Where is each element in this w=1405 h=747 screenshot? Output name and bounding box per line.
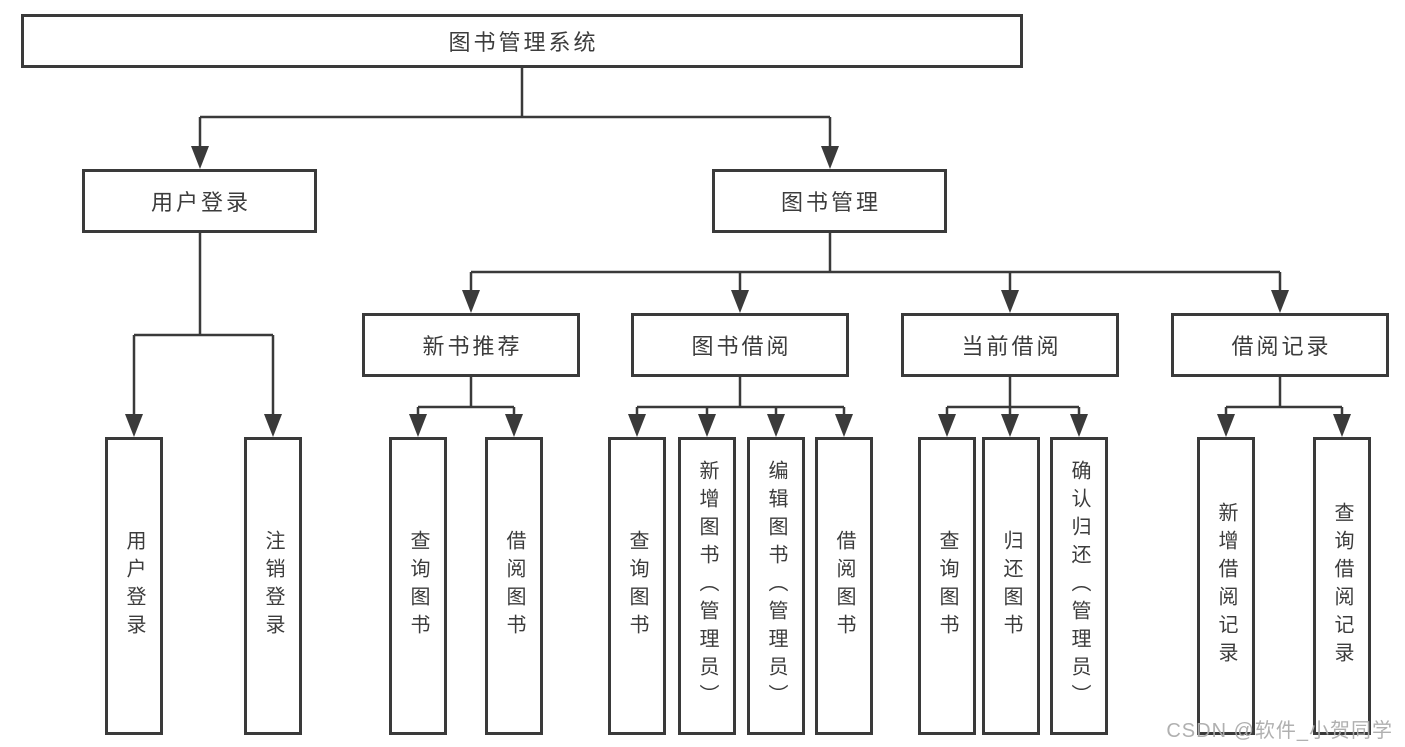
leaf-label: 借阅图书 <box>503 530 525 642</box>
arrowhead-icon <box>1217 414 1235 437</box>
arrowhead-icon <box>731 290 749 313</box>
node-current-borrowing: 当前借阅 <box>901 313 1119 377</box>
csdn-watermark: CSDN @软件_小贺同学 <box>1166 720 1393 742</box>
arrowhead-icon <box>767 414 785 437</box>
leaf-return-book: 归还图书 <box>982 437 1040 735</box>
node-user-login: 用户登录 <box>82 169 317 233</box>
arrowhead-icon <box>821 146 839 169</box>
node-book-management: 图书管理 <box>712 169 947 233</box>
arrowhead-icon <box>462 290 480 313</box>
arrowhead-icon <box>1271 290 1289 313</box>
leaf-confirm-return-admin: 确认归还（管理员） <box>1050 437 1108 735</box>
arrowhead-icon <box>1070 414 1088 437</box>
node-label: 用户登录 <box>150 190 251 215</box>
arrowhead-icon <box>505 414 523 437</box>
node-label: 新书推荐 <box>422 334 523 359</box>
node-borrowing-records: 借阅记录 <box>1171 313 1389 377</box>
node-label: 图书借阅 <box>691 334 792 359</box>
connector-path <box>132 68 1344 415</box>
leaf-label: 新增借阅记录 <box>1215 502 1237 670</box>
arrowhead-icon <box>264 414 282 437</box>
arrowhead-icon <box>1001 290 1019 313</box>
leaf-label: 新增图书（管理员） <box>696 460 718 712</box>
leaf-add-book-admin: 新增图书（管理员） <box>678 437 736 735</box>
leaf-label: 用户登录 <box>123 530 145 642</box>
leaf-edit-book-admin: 编辑图书（管理员） <box>747 437 805 735</box>
node-label: 借阅记录 <box>1231 334 1332 359</box>
arrowhead-icon <box>835 414 853 437</box>
leaf-query-books-current: 查询图书 <box>918 437 976 735</box>
node-library-management-system: 图书管理系统 <box>21 14 1023 68</box>
node-label: 图书管理系统 <box>448 30 599 55</box>
leaf-query-borrow-record: 查询借阅记录 <box>1313 437 1371 735</box>
leaf-label: 注销登录 <box>262 530 284 642</box>
arrowhead-icon <box>628 414 646 437</box>
leaf-label: 编辑图书（管理员） <box>765 460 787 712</box>
leaf-label: 查询图书 <box>936 530 958 642</box>
node-label: 图书管理 <box>780 190 881 215</box>
node-new-book-recommendation: 新书推荐 <box>362 313 580 377</box>
leaf-logout: 注销登录 <box>244 437 302 735</box>
leaf-add-borrow-record: 新增借阅记录 <box>1197 437 1255 735</box>
arrowhead-icon <box>698 414 716 437</box>
leaf-label: 借阅图书 <box>833 530 855 642</box>
leaf-query-books-recommend: 查询图书 <box>389 437 447 735</box>
arrowhead-icon <box>409 414 427 437</box>
leaf-label: 查询借阅记录 <box>1331 502 1353 670</box>
node-book-borrowing: 图书借阅 <box>631 313 849 377</box>
leaf-label: 归还图书 <box>1000 530 1022 642</box>
arrowhead-icon <box>125 414 143 437</box>
arrowhead-icon <box>191 146 209 169</box>
leaf-label: 查询图书 <box>626 530 648 642</box>
leaf-user-login: 用户登录 <box>105 437 163 735</box>
arrowhead-icon <box>938 414 956 437</box>
arrowhead-icon <box>1001 414 1019 437</box>
leaf-label: 查询图书 <box>407 530 429 642</box>
leaf-borrow-books-recommend: 借阅图书 <box>485 437 543 735</box>
node-label: 当前借阅 <box>961 334 1062 359</box>
leaf-label: 确认归还（管理员） <box>1068 460 1090 712</box>
leaf-borrow-books: 借阅图书 <box>815 437 873 735</box>
leaf-query-books-borrow: 查询图书 <box>608 437 666 735</box>
arrowhead-icon <box>1333 414 1351 437</box>
